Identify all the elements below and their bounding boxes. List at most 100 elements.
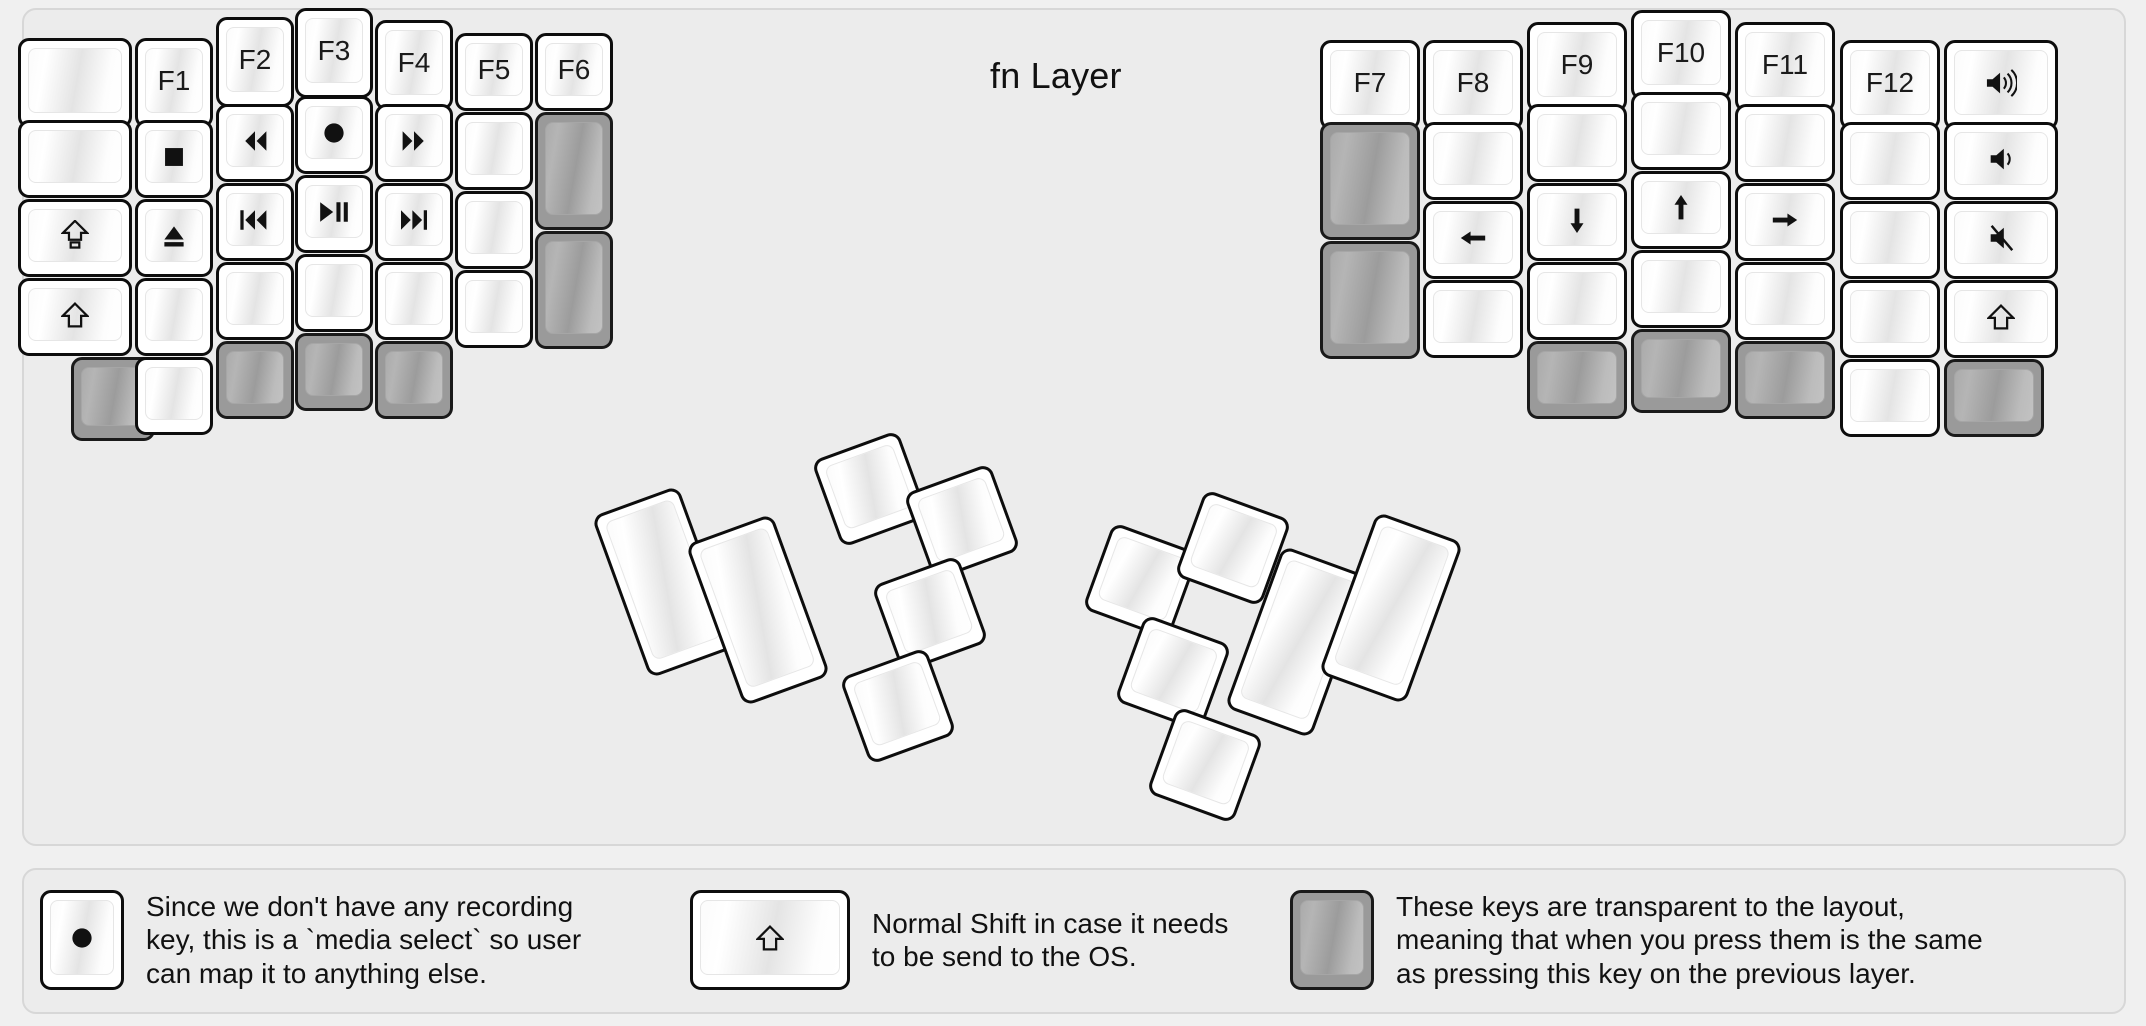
key-l-r1-c6-f5[interactable]: F5 [455,33,533,111]
key-cap [1850,50,1930,115]
key-l-r2-c1[interactable] [18,120,132,198]
key-cap [1850,211,1930,264]
key-r-r1-c6-f12[interactable]: F12 [1840,40,1940,130]
key-cap [1433,50,1513,115]
key-l-r5-c5-trns[interactable] [375,341,453,419]
key-l-r1-c5-f4[interactable]: F4 [375,20,453,110]
key-l-r3-c1-capsshift[interactable] [18,199,132,277]
key-cap [1537,272,1617,325]
key-cap [915,475,1007,564]
key-r-r3-c7-mute[interactable] [1944,201,2058,279]
key-r-r1-c2-f8[interactable]: F8 [1423,40,1523,130]
key-l-r1-c3-f2[interactable]: F2 [216,17,294,107]
key-l-r3-c5-nexttrack[interactable] [375,183,453,261]
key-r-r2-c7-voldown[interactable] [1944,122,2058,200]
key-cap [1641,339,1721,398]
key-cap [1641,20,1721,85]
key-l-r3-c6[interactable] [455,191,533,269]
key-r-r5-c4-trns[interactable] [1631,329,1731,413]
key-cap [385,30,443,95]
key-l-r2-c2-stop[interactable] [135,120,213,198]
key-r-r4-c7-shift[interactable] [1944,280,2058,358]
key-l-r1-c1[interactable] [18,38,132,128]
key-l-r3-c2-eject[interactable] [135,199,213,277]
key-l-r2-c5-fastforward[interactable] [375,104,453,182]
key-cap [1954,290,2048,343]
key-cap [226,272,284,325]
key-cap [545,122,603,215]
key-r-r4-c4[interactable] [1631,250,1731,328]
key-l-r3-c4-playpause[interactable] [295,175,373,253]
key-l-r4-c1-shift[interactable] [18,278,132,356]
legend-text-transparent-note: These keys are transparent to the layout… [1396,891,1983,989]
key-r-r4-c6[interactable] [1840,280,1940,358]
legend-sample-key [1290,890,1374,990]
key-r-r5-c7-trns[interactable] [1944,359,2044,437]
key-cap [1433,290,1513,343]
legend-item-transparent-note: These keys are transparent to the layout… [1290,890,1983,990]
key-r-r3-c1-trns[interactable] [1320,241,1420,359]
key-l-r1-c2-f1[interactable]: F1 [135,38,213,128]
key-l-r2-c6[interactable] [455,112,533,190]
key-r-r3-c4-up[interactable] [1631,171,1731,249]
key-l-r4-c4[interactable] [295,254,373,332]
key-l-r4-c5[interactable] [375,262,453,340]
key-l-r1-c4-f3[interactable]: F3 [295,8,373,98]
legend-key-record-note [40,890,124,990]
key-cap [1096,534,1188,623]
key-r-r1-c5-f11[interactable]: F11 [1735,22,1835,112]
key-l-r4-c3[interactable] [216,262,294,340]
key-l-r3-c7-trns[interactable] [535,231,613,349]
key-cap [1850,290,1930,343]
key-l-r5-c3-trns[interactable] [216,341,294,419]
key-r-r2-c6[interactable] [1840,122,1940,200]
key-cap [305,18,363,83]
key-r-r1-c4-f10[interactable]: F10 [1631,10,1731,100]
key-l-r4-c2[interactable] [135,278,213,356]
key-cap [305,343,363,396]
key-r-r5-c6[interactable] [1840,359,1940,437]
key-r-r3-c3-down[interactable] [1527,183,1627,261]
key-r-r1-c1-f7[interactable]: F7 [1320,40,1420,130]
key-r-r4-c5[interactable] [1735,262,1835,340]
key-l-r2-c3-rewind[interactable] [216,104,294,182]
key-cap [145,48,203,113]
key-r-r2-c4[interactable] [1631,92,1731,170]
key-r-r3-c5-right[interactable] [1735,183,1835,261]
key-r-r1-c7-volup[interactable] [1944,40,2058,130]
key-r-r3-c2-left[interactable] [1423,201,1523,279]
page-title: fn Layer [990,55,1122,96]
key-l-r4-c6[interactable] [455,270,533,348]
key-r-r2-c2[interactable] [1423,122,1523,200]
key-cap [226,114,284,167]
key-r-r1-c3-f9[interactable]: F9 [1527,22,1627,112]
key-cap [1954,211,2048,264]
key-l-r3-c3-prevtrack[interactable] [216,183,294,261]
key-r-r4-c3[interactable] [1527,262,1627,340]
key-cap [28,130,122,183]
key-cap [465,280,523,333]
key-cap [226,351,284,404]
key-cap [1954,50,2048,115]
key-l-r2-c4-record[interactable] [295,96,373,174]
key-cap [226,27,284,92]
legend-key-shift-note [690,890,850,990]
key-r-r2-c5[interactable] [1735,104,1835,182]
key-cap [226,193,284,246]
key-r-r2-c1-trns[interactable] [1320,122,1420,240]
key-cap [145,367,203,420]
key-cap [145,130,203,183]
key-cap [385,193,443,246]
key-cap [385,272,443,325]
key-l-r5-c4-trns[interactable] [295,333,373,411]
key-r-r4-c2[interactable] [1423,280,1523,358]
key-cap [545,43,603,96]
key-l-r5-c2[interactable] [135,357,213,435]
key-r-r5-c3-trns[interactable] [1527,341,1627,419]
key-l-r2-c7-trns[interactable] [535,112,613,230]
key-r-r2-c3[interactable] [1527,104,1627,182]
key-cap [1188,501,1280,590]
key-r-r5-c5-trns[interactable] [1735,341,1835,419]
key-l-r1-c7-f6[interactable]: F6 [535,33,613,111]
key-r-r3-c6[interactable] [1840,201,1940,279]
